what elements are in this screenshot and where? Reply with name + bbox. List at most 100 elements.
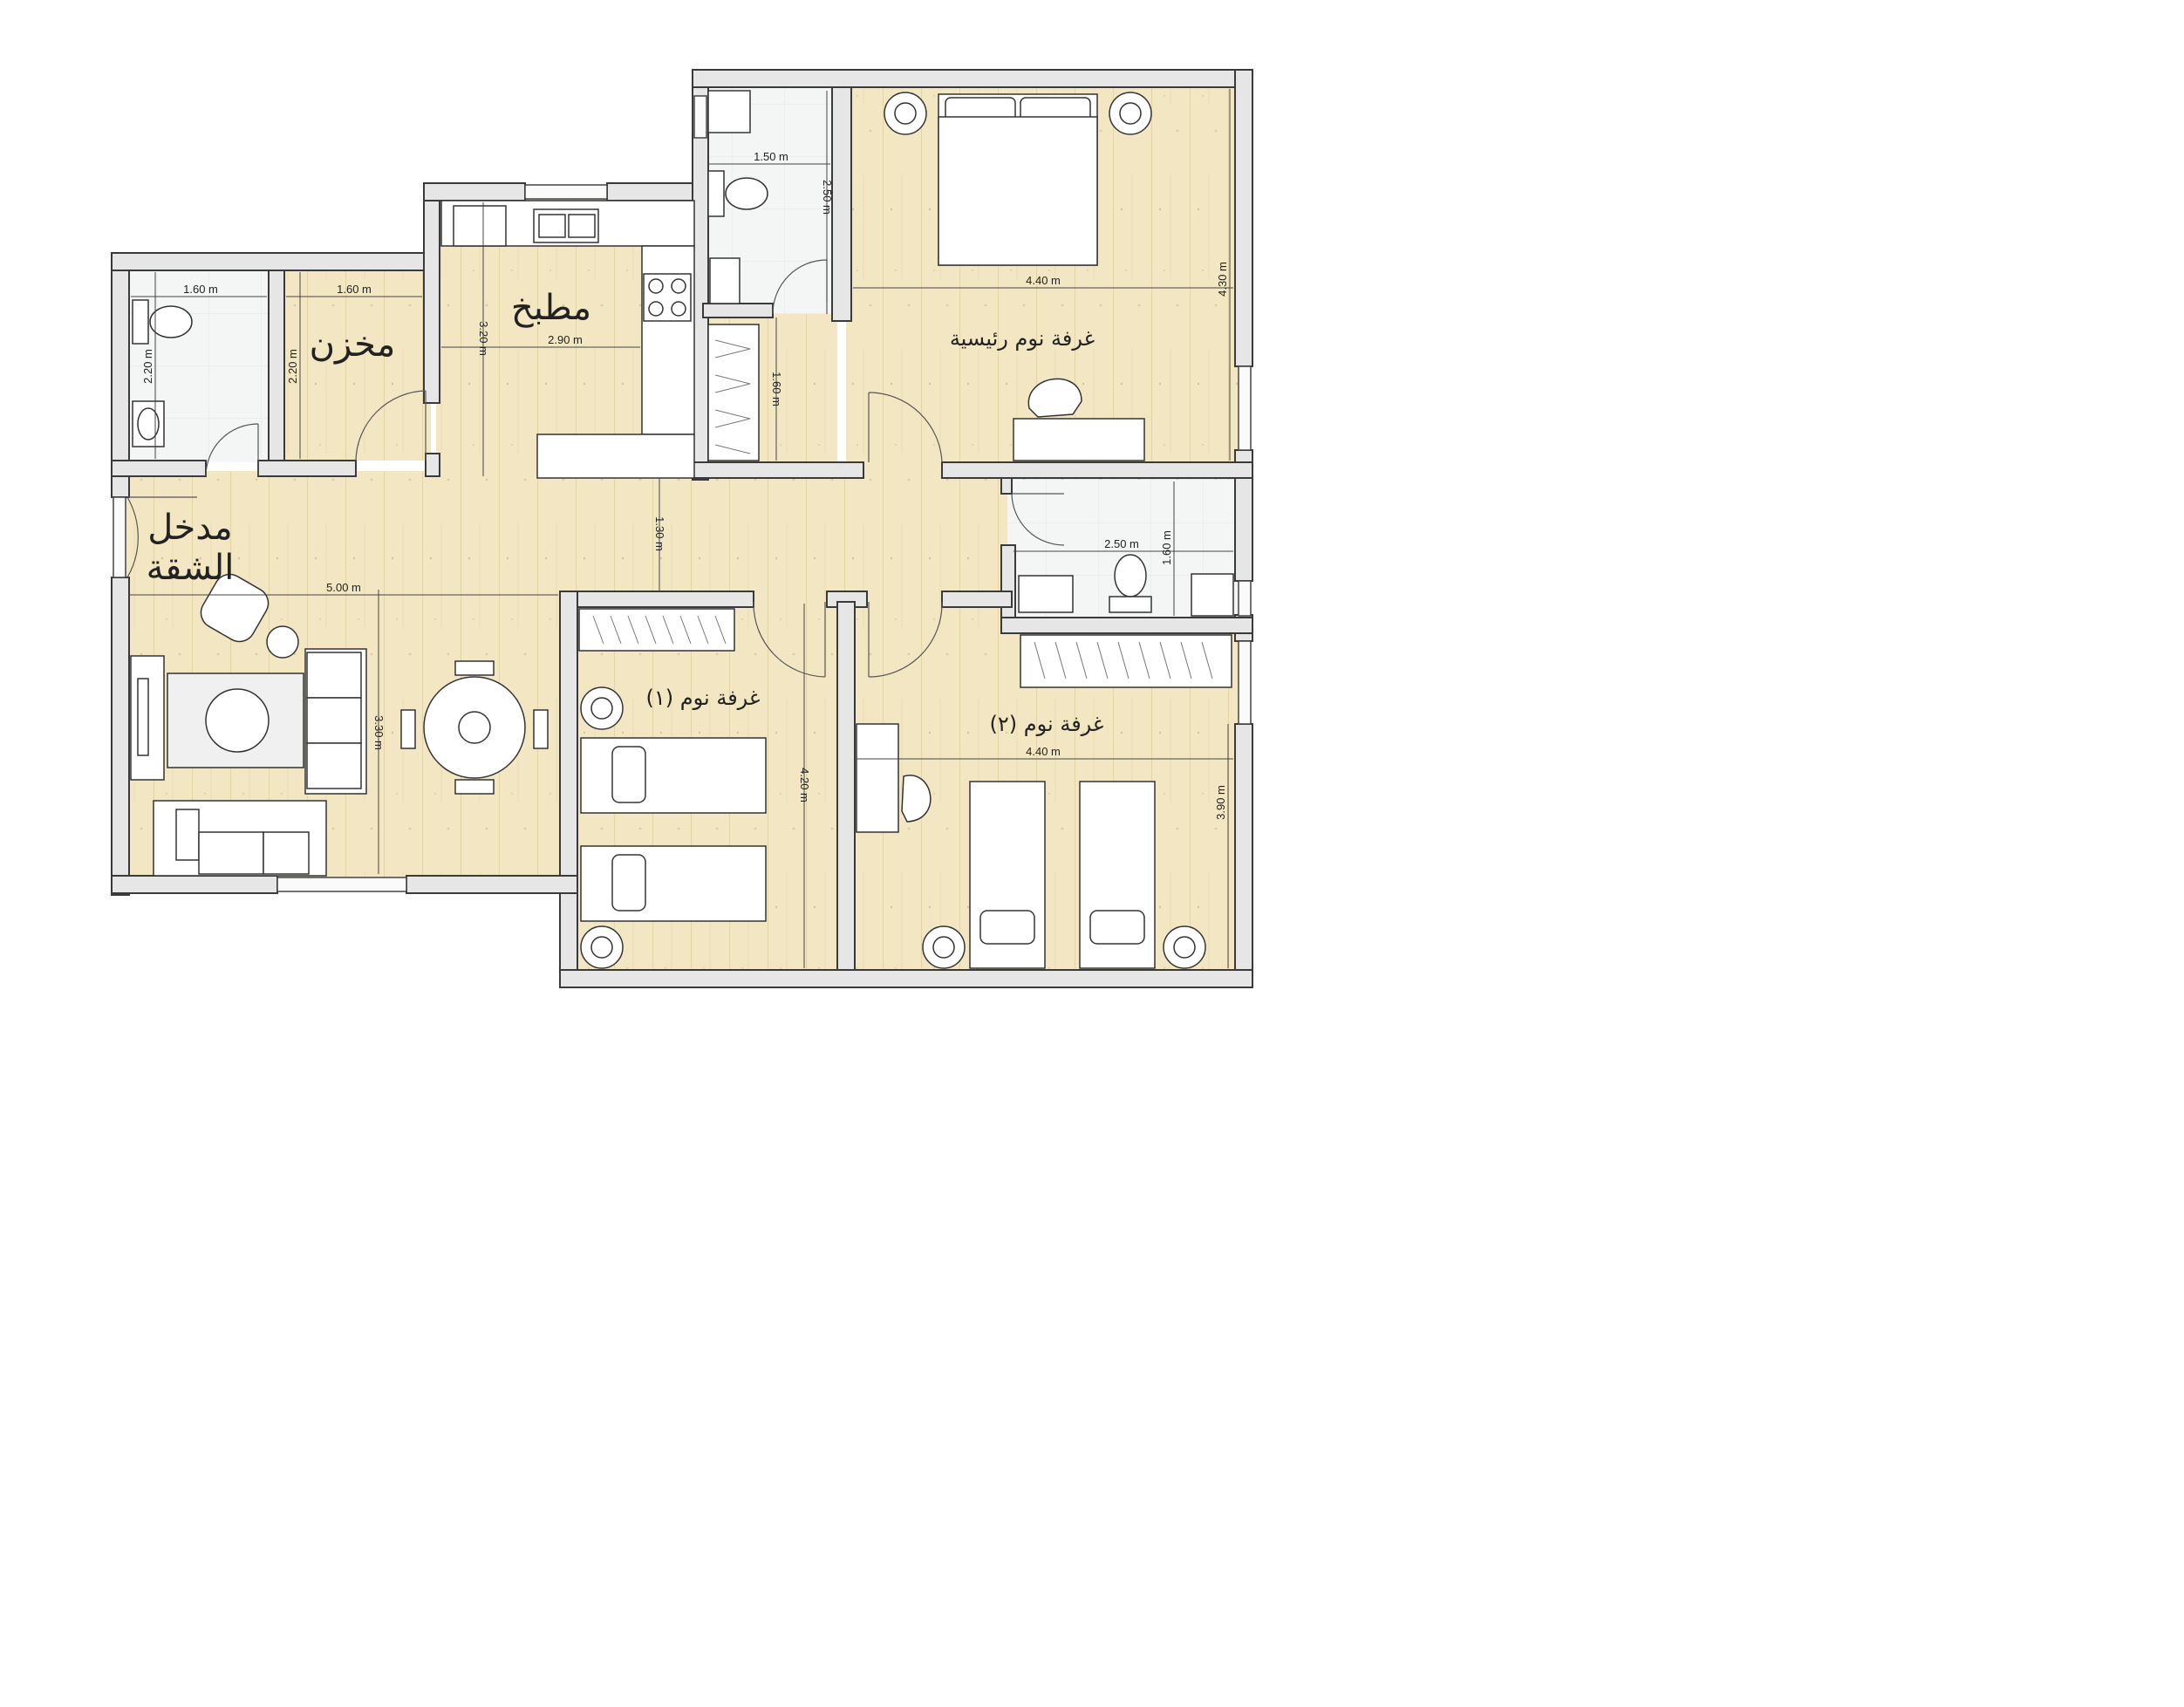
sofa-seat <box>306 652 362 699</box>
dim-master-bath-width: 1.50 m <box>754 150 788 163</box>
wall <box>831 86 852 322</box>
label-entrance-line2: الشقة <box>147 548 235 588</box>
wall <box>692 461 864 479</box>
pillow <box>979 910 1035 945</box>
dimension-labels: 1.60 m 2.20 m 1.60 m 2.20 m 2.90 m 3.20 … <box>141 150 1229 820</box>
sofa-seat <box>198 831 264 875</box>
desk-chair <box>1027 378 1082 418</box>
window <box>1238 580 1252 617</box>
dim-living-width: 5.00 m <box>326 581 361 594</box>
desk <box>1013 418 1145 461</box>
pillow <box>611 746 646 803</box>
washbasin <box>1018 575 1074 613</box>
dim-bath-right-depth: 1.60 m <box>1160 530 1173 565</box>
wall <box>1234 69 1253 367</box>
door-swing-master-bath <box>772 259 828 315</box>
shower-tray <box>707 90 751 133</box>
toilet-bowl <box>149 305 193 338</box>
dim-wc-left-width: 1.60 m <box>183 283 218 296</box>
living-furniture <box>130 573 549 877</box>
burner <box>648 301 664 317</box>
coffee-table <box>205 688 270 753</box>
wardrobe-bedroom2 <box>1020 634 1232 688</box>
sink-basin <box>568 214 596 238</box>
wall <box>111 875 278 894</box>
room-labels: مدخل الشقة مخزن مطبخ غرفة نوم رئيسية غرف… <box>147 288 1104 736</box>
door-swing-entrance <box>126 496 139 578</box>
sofa-seat <box>306 697 362 744</box>
dining-chair <box>454 660 495 676</box>
sink-basin <box>538 214 566 238</box>
wall <box>559 591 578 988</box>
dim-kitchen-depth: 3.20 m <box>477 321 490 356</box>
dim-bedroom2-depth: 3.90 m <box>1214 785 1227 820</box>
nightstand-lamp <box>590 936 613 959</box>
label-bedroom-1: غرفة نوم (١) <box>646 686 761 710</box>
wall <box>1000 617 1253 634</box>
window <box>1238 365 1252 451</box>
dimension-lines <box>129 89 1233 968</box>
door-swing-bath-right <box>1011 493 1065 546</box>
wall <box>111 460 207 477</box>
desk <box>856 723 899 833</box>
dim-corridor-width: 1.30 m <box>653 516 666 551</box>
door-swing-bedroom2 <box>868 601 943 678</box>
wall <box>559 591 754 608</box>
table-centerpiece <box>458 711 491 744</box>
label-bedroom-2: غرفة نوم (٢) <box>990 712 1104 736</box>
pillow <box>1089 910 1145 945</box>
wall <box>257 460 357 477</box>
burner <box>648 278 664 294</box>
wall <box>692 69 1253 88</box>
nightstand-lamp <box>590 697 613 720</box>
burner <box>671 301 686 317</box>
label-entrance-line1: مدخل <box>147 508 232 548</box>
windows <box>113 95 1252 892</box>
dim-storage-width: 1.60 m <box>337 283 372 296</box>
dining-chair <box>533 709 549 749</box>
bedroom2-furniture <box>856 723 1206 969</box>
burner <box>671 278 686 294</box>
label-kitchen: مطبخ <box>511 288 591 328</box>
sofa-seat <box>306 742 362 789</box>
dim-bedroom2-width: 4.40 m <box>1026 745 1061 758</box>
window <box>524 184 608 200</box>
wall <box>111 252 428 271</box>
nightstand-lamp <box>1119 102 1142 125</box>
window <box>276 877 407 892</box>
label-storage: مخزن <box>310 324 396 365</box>
dim-wc-left-depth: 2.20 m <box>141 349 154 384</box>
armchair <box>200 573 270 643</box>
duvet <box>938 116 1098 266</box>
wall <box>425 453 440 477</box>
door-swing-storage <box>355 390 427 461</box>
nightstand-lamp <box>1173 936 1196 959</box>
wall <box>268 270 285 472</box>
dim-master-width: 4.40 m <box>1026 274 1061 287</box>
dim-bath-right-width: 2.50 m <box>1104 537 1139 550</box>
desk-chair <box>901 775 932 823</box>
wall <box>423 182 526 201</box>
sofa-arm <box>175 809 200 861</box>
dim-master-depth: 4.30 m <box>1216 262 1229 297</box>
window <box>693 95 707 139</box>
doors <box>126 259 1065 678</box>
dim-closet-depth: 1.60 m <box>770 372 783 406</box>
kitchen-island <box>536 434 695 479</box>
toilet-bowl <box>1114 554 1147 597</box>
wall <box>941 591 1013 608</box>
toilet-tank <box>132 299 149 345</box>
washbasin <box>709 257 741 304</box>
dim-bedroom1-depth: 4.20 m <box>798 768 811 802</box>
tv <box>137 678 149 756</box>
side-table <box>266 625 299 659</box>
toilet-bowl <box>725 177 768 210</box>
toilet-tank <box>707 170 725 217</box>
wall <box>559 969 1253 988</box>
washbasin-bowl <box>137 407 160 440</box>
bathroom-fixtures <box>132 90 1234 617</box>
wall <box>423 182 440 404</box>
dim-kitchen-width: 2.90 m <box>548 333 583 346</box>
window <box>1238 640 1252 725</box>
